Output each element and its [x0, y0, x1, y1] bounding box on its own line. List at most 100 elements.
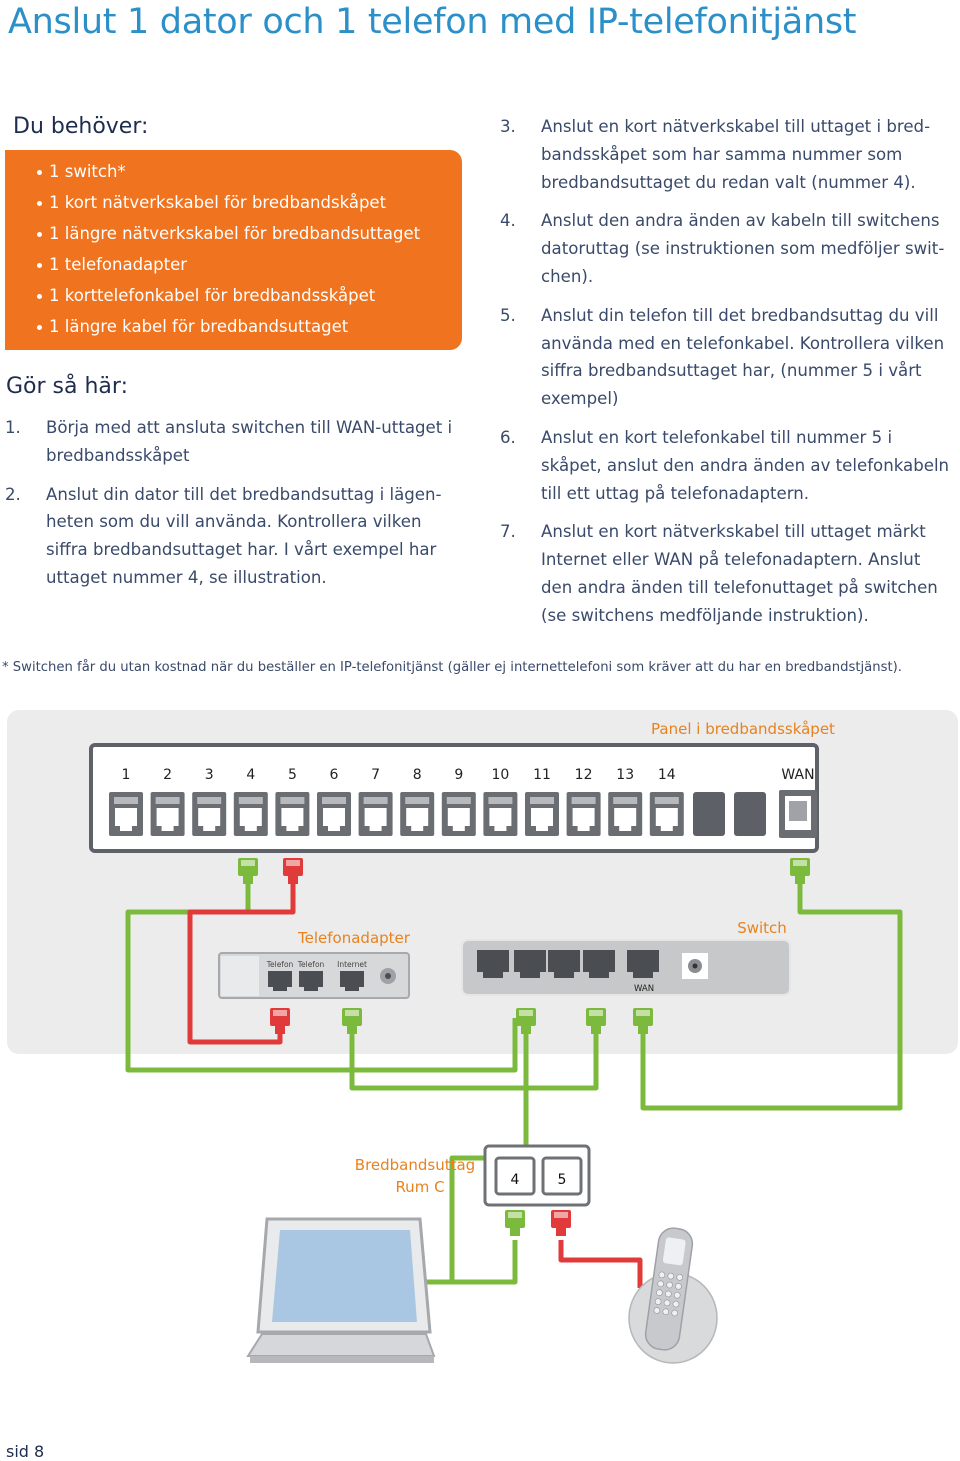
cable-plug: [516, 1008, 536, 1034]
needs-list: 1 switch* 1 kort nätverkskabel för bredb…: [5, 150, 462, 342]
panel-port-number: 10: [491, 767, 509, 783]
cable-plug: [270, 1008, 290, 1034]
wall-outlet: 4 5: [483, 1144, 591, 1207]
panel-port-number: 4: [246, 767, 255, 783]
phone-key: [662, 1308, 670, 1316]
howto-heading: Gör så här:: [6, 374, 128, 399]
panel-ports: [109, 792, 684, 836]
panel-port-number: 1: [122, 767, 131, 783]
step-text: Anslut den andra änden av kabeln till sw…: [541, 211, 945, 286]
phone-key: [654, 1298, 662, 1305]
panel-label: Panel i bredbandsskåpet: [651, 720, 835, 738]
phone-key: [665, 1290, 672, 1298]
phone-key: [672, 1300, 680, 1308]
switch-port: [627, 950, 659, 978]
switch-port: [583, 950, 615, 978]
adapter-phone-port: [268, 971, 292, 991]
cables: [125, 880, 903, 1288]
cable-plug: [633, 1008, 653, 1034]
step-text: Anslut en kort telefonkabel till nummer …: [541, 427, 950, 503]
steps-list-left: 1. Börja med att ansluta switchen till W…: [5, 414, 465, 603]
adapter-phone-port: [299, 971, 323, 991]
panel-port-number: 12: [575, 767, 593, 783]
step-number: 6.: [500, 427, 516, 447]
step-number: 4.: [500, 211, 516, 231]
needs-heading: Du behöver:: [13, 114, 149, 139]
step-text: Anslut din telefon till det bredbandsutt…: [541, 305, 945, 409]
step-number: 3.: [500, 117, 516, 136]
phone-key: [675, 1282, 682, 1290]
panel-port-number: 2: [163, 767, 172, 783]
outlet-port-number: 4: [511, 1172, 520, 1188]
green-cable-outlet-to-laptop: [418, 1240, 518, 1285]
panel-port: [109, 792, 143, 836]
cable-plug: [283, 858, 303, 884]
adapter-label: Telefonadapter: [297, 929, 411, 947]
phone-key: [673, 1291, 681, 1299]
cable-plug: [551, 1210, 571, 1236]
red-cable-outlet-to-phone: [558, 1240, 643, 1288]
switch-label: Switch: [737, 919, 787, 937]
switch-wan-label: WAN: [634, 984, 654, 994]
phone-key: [676, 1274, 684, 1281]
adapter-internet-port: [340, 971, 364, 991]
step-item: 6. Anslut en kort telefonkabel till numm…: [500, 424, 950, 507]
telephone-adapter: Telefon Telefon Internet: [218, 952, 410, 999]
panel-port: [400, 792, 435, 836]
page-number: sid 8: [6, 1442, 45, 1461]
step-item: 1. Börja med att ansluta switchen till W…: [5, 414, 465, 470]
step-text: Anslut en kort nätverkskabel till uttage…: [541, 117, 931, 192]
phone-key: [657, 1280, 664, 1288]
switch-port: [548, 950, 580, 978]
switch-port: [514, 950, 546, 978]
step-number: 5.: [500, 305, 516, 325]
step-item: 4. Anslut den andra änden av kabeln till…: [500, 207, 950, 290]
panel-wan-port: [779, 790, 817, 838]
outlet-room-label: Rum C: [395, 1178, 444, 1196]
footnote: * Switchen får du utan kostnad när du be…: [2, 660, 902, 675]
panel-blank-slot: [693, 792, 725, 836]
panel-wan-label: WAN: [781, 767, 814, 783]
connector-plugs: [238, 858, 810, 1236]
panel-port: [317, 792, 351, 836]
phone-key: [666, 1281, 673, 1289]
adapter-port-label: Telefon: [297, 960, 325, 969]
needs-item: 1 korttelefonkabel för bredbandsskåpet: [37, 280, 462, 311]
needs-item: 1 längre nätverkskabel för bredbandsutta…: [37, 218, 462, 249]
adapter-port-label: Internet: [337, 960, 367, 969]
panel-port: [483, 792, 518, 836]
outlet-port-number: 5: [558, 1172, 567, 1188]
switch-port: [477, 950, 509, 978]
panel-port: [649, 792, 684, 836]
switch-ports: [477, 950, 659, 978]
cable-plug: [790, 858, 810, 884]
cable-plug: [586, 1008, 606, 1034]
panel-port-number: 13: [616, 767, 634, 783]
panel-port-number: 5: [288, 767, 297, 783]
phone-key: [671, 1309, 679, 1317]
cable-plug: [238, 858, 258, 884]
panel-port: [566, 792, 601, 836]
panel-port-number: 9: [454, 767, 463, 783]
panel-port: [358, 792, 393, 836]
needs-item: 1 telefonadapter: [37, 249, 462, 280]
page-title: Anslut 1 dator och 1 telefon med IP-tele…: [8, 2, 857, 42]
green-cable-adapter-to-switch: [349, 1018, 599, 1091]
panel-port-number: 7: [371, 767, 380, 783]
phone-key: [653, 1307, 661, 1314]
needs-item: 1 switch*: [37, 156, 462, 187]
adapter-port-label: Telefon: [266, 960, 294, 969]
panel-port: [192, 792, 227, 836]
panel-port-number: 3: [205, 767, 214, 783]
step-text: Anslut din dator till det bredbandsuttag…: [46, 484, 442, 587]
phone-key: [656, 1289, 663, 1296]
panel-port: [608, 792, 643, 836]
needs-box: 1 switch* 1 kort nätverkskabel för bredb…: [5, 150, 462, 350]
step-item: 5. Anslut din telefon till det bredbands…: [500, 302, 950, 413]
step-number: 7.: [500, 522, 516, 542]
panel-blank-slot: [734, 792, 766, 836]
step-item: 7. Anslut en kort nätverkskabel till utt…: [500, 518, 950, 629]
